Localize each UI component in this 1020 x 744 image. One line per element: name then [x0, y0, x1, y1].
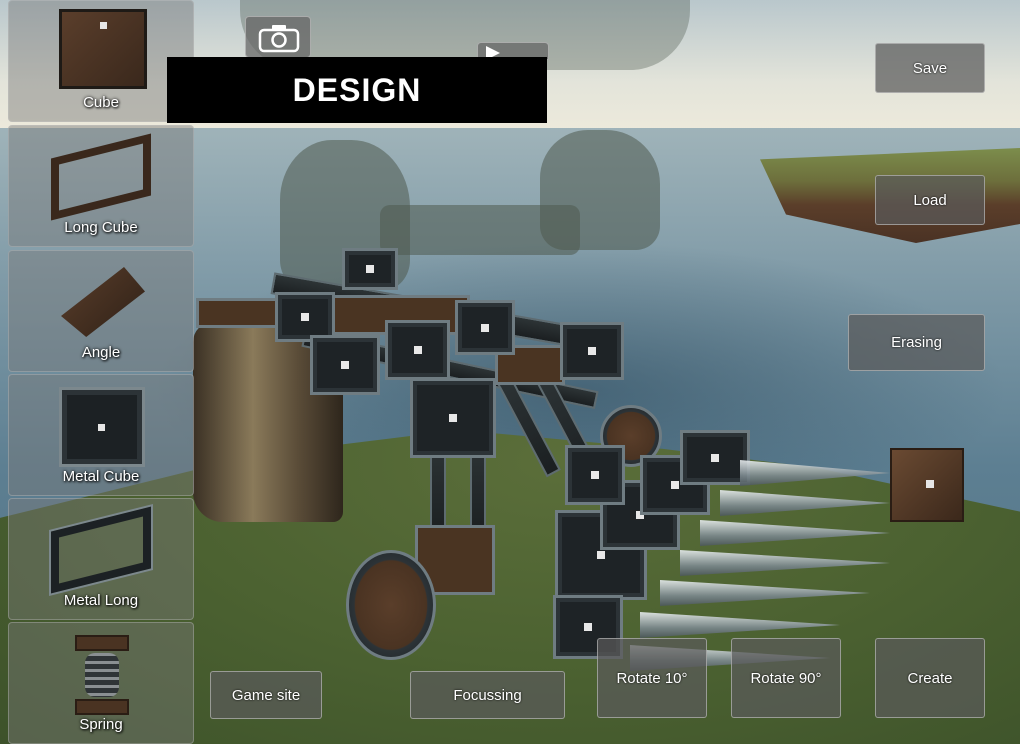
palette-item-label: Angle — [81, 344, 121, 361]
rotate-10-button[interactable]: Rotate 10° — [597, 638, 707, 718]
metal-block — [310, 335, 380, 395]
wood-long-frame-icon — [49, 132, 155, 221]
palette-item-cube[interactable]: Cube — [8, 0, 194, 122]
metal-block — [385, 320, 450, 380]
game-site-button[interactable]: Game site — [210, 671, 322, 719]
save-button[interactable]: Save — [875, 43, 985, 93]
rotate-90-button[interactable]: Rotate 90° — [731, 638, 841, 718]
wood-block — [196, 298, 286, 328]
wood-angle-icon — [49, 257, 155, 345]
palette-item-label: Long Cube — [64, 219, 138, 236]
wood-cube-icon — [49, 7, 155, 95]
part-palette: Cube Long Cube Angle Metal Cube Metal Lo… — [8, 0, 194, 744]
selected-part-preview[interactable] — [890, 448, 964, 522]
play-icon — [486, 46, 500, 60]
palette-item-spring[interactable]: Spring — [8, 622, 194, 744]
screenshot-button[interactable] — [245, 16, 311, 58]
erasing-button[interactable]: Erasing — [848, 314, 985, 371]
metal-block — [342, 248, 398, 290]
palette-item-metal-cube[interactable]: Metal Cube — [8, 374, 194, 496]
metal-block — [560, 322, 624, 380]
palette-item-angle[interactable]: Angle — [8, 250, 194, 372]
palette-item-label: Cube — [83, 94, 119, 111]
palette-item-label: Metal Cube — [62, 468, 140, 485]
mode-title: DESIGN — [167, 57, 547, 123]
focussing-button[interactable]: Focussing — [410, 671, 565, 719]
metal-cube-icon — [49, 381, 155, 469]
metal-block — [275, 292, 335, 342]
metal-long-frame-icon — [49, 503, 155, 597]
spiked-wheel — [346, 550, 436, 660]
metal-block — [410, 378, 496, 458]
create-button[interactable]: Create — [875, 638, 985, 718]
metal-block — [680, 430, 750, 485]
distant-rock-bridge — [380, 205, 580, 255]
palette-item-label: Spring — [79, 716, 123, 733]
palette-item-metal-long[interactable]: Metal Long — [8, 498, 194, 620]
palette-item-label: Metal Long — [63, 592, 139, 609]
metal-block — [565, 445, 625, 505]
camera-icon — [258, 25, 300, 53]
load-button[interactable]: Load — [875, 175, 985, 225]
palette-item-long-cube[interactable]: Long Cube — [8, 125, 194, 247]
metal-block — [455, 300, 515, 355]
spring-icon — [49, 629, 155, 717]
